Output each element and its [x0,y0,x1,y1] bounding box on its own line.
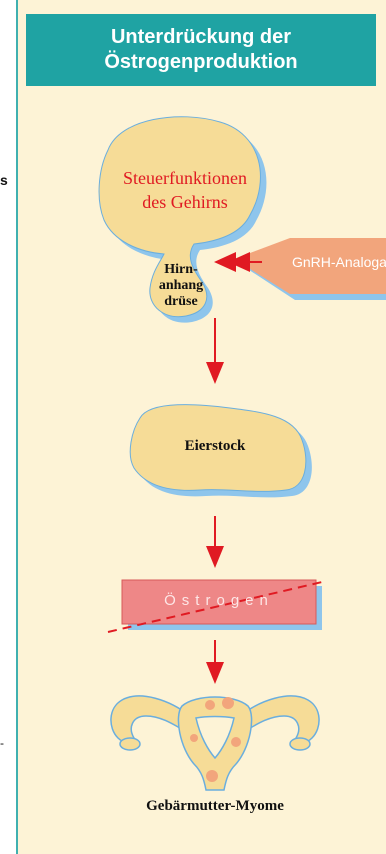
uterus-label: Gebärmutter-Myome [146,798,284,814]
arrow-down-2 [206,516,224,568]
gnrh-arrow [234,238,386,294]
brain-label-line-1: Steuerfunktionen [123,168,247,188]
pituitary-label-line-3: drüse [164,294,198,309]
brain-label-line-2: des Gehirns [142,192,228,212]
arrow-down-1 [206,318,224,384]
estrogen-label: Östrogen [164,592,274,609]
title-banner: Unterdrückung der Östrogenproduktion [26,14,376,86]
title-line-2: Östrogenproduktion [104,51,298,73]
inhibit-arrowhead-1 [214,252,236,272]
ovary-shape [129,404,307,492]
edge-text-left-top: s [0,172,8,188]
estrogen-box [121,579,317,625]
myoma-spots [190,697,241,782]
uterus-illustration [110,695,320,791]
title-line-1: Unterdrückung der [110,26,292,48]
pituitary-label: Hirn- anhang drüse [150,262,212,310]
pituitary-label-line-2: anhang [158,278,204,293]
brain-label: Steuerfunktionen des Gehirns [120,166,250,214]
ovary-label: Eierstock [184,438,246,454]
inhibit-arrowhead-2 [228,252,250,272]
estrogen-cancel-line [107,581,323,633]
arrow-down-3 [206,640,224,684]
edge-text-left-bottom: - [0,736,4,750]
pituitary-label-line-1: Hirn- [164,262,198,277]
brain-shape [98,116,261,318]
gnrh-label: GnRH-Analoga [292,254,386,270]
